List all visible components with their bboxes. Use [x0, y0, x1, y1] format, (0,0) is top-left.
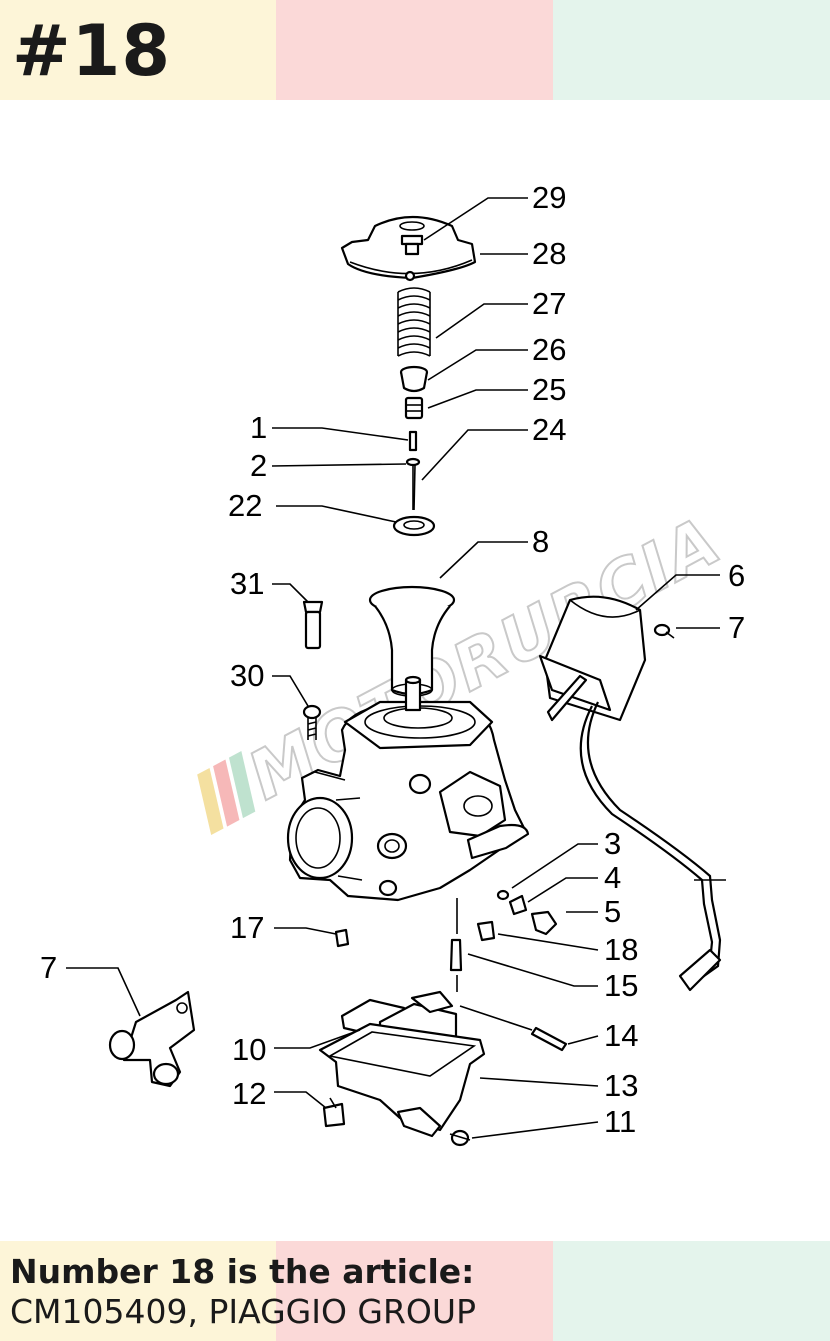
callout-29: 29	[532, 180, 566, 215]
part-stud[interactable]	[302, 600, 324, 650]
part-jet-needle[interactable]	[405, 430, 421, 511]
part-drain-screw[interactable]	[322, 1097, 346, 1128]
callout-12: 12	[232, 1076, 266, 1111]
footer-band-pink	[276, 1241, 553, 1341]
callout-27: 27	[532, 286, 566, 321]
leader-lines	[66, 197, 720, 1139]
footer-band	[0, 1241, 830, 1341]
header-band-yellow	[0, 0, 276, 100]
part-washer[interactable]	[392, 515, 436, 537]
part-float-needle[interactable]	[449, 898, 463, 992]
part-retainer[interactable]	[399, 365, 429, 393]
callout-24: 24	[532, 412, 566, 447]
page-title: #18	[12, 10, 172, 92]
footer-band-mint	[553, 1241, 830, 1341]
callout-7-left: 7	[40, 950, 57, 985]
callout-18: 18	[604, 932, 638, 967]
callout-31: 31	[230, 566, 264, 601]
callout-14: 14	[604, 1018, 638, 1053]
part-needle-holder[interactable]	[404, 396, 424, 420]
caption-heading: Number 18 is the article:	[10, 1252, 475, 1291]
callout-13: 13	[604, 1068, 638, 1103]
part-mixture-screw[interactable]	[476, 889, 558, 942]
header-band	[0, 0, 830, 100]
header-band-mint	[553, 0, 830, 100]
callout-5: 5	[604, 894, 621, 929]
part-spring[interactable]	[397, 287, 431, 357]
callout-22: 22	[228, 488, 262, 523]
part-bowl-screw[interactable]	[449, 1129, 471, 1147]
part-plug[interactable]	[334, 928, 350, 948]
callout-labels: 29 28 27 26 25 24 1 2 22 8 31 30 6 7 3 4…	[40, 180, 745, 1139]
part-float-pin[interactable]	[459, 1005, 568, 1052]
callout-7-right: 7	[728, 610, 745, 645]
callout-10: 10	[232, 1032, 266, 1067]
callout-26: 26	[532, 332, 566, 367]
callout-15: 15	[604, 968, 638, 1003]
part-float-bowl[interactable]	[318, 1022, 486, 1138]
callout-3: 3	[604, 826, 621, 861]
part-carburetor-body[interactable]	[286, 675, 530, 902]
header-band-pink	[276, 0, 553, 100]
callout-28: 28	[532, 236, 566, 271]
part-choke-screw[interactable]	[653, 623, 675, 639]
callout-11: 11	[604, 1104, 636, 1139]
callout-8: 8	[532, 524, 549, 559]
callout-6: 6	[728, 558, 745, 593]
callout-2: 2	[250, 448, 267, 483]
callout-17: 17	[230, 910, 264, 945]
callout-25: 25	[532, 372, 566, 407]
carburetor-exploded-diagram: MOTORURCIA	[40, 180, 745, 1147]
part-top-cover[interactable]	[340, 215, 477, 282]
callout-30: 30	[230, 658, 264, 693]
part-auto-choke[interactable]	[538, 595, 726, 992]
caption-article-code: CM105409, PIAGGIO GROUP	[10, 1292, 476, 1331]
footer-band-yellow	[0, 1241, 276, 1341]
callout-1: 1	[250, 410, 267, 445]
part-screw[interactable]	[302, 704, 322, 740]
part-vacuum-slide[interactable]	[368, 585, 456, 697]
article-caption: Number 18 is the article: CM105409, PIAG…	[10, 1252, 476, 1332]
callout-4: 4	[604, 860, 621, 895]
part-intake-elbow[interactable]	[108, 990, 196, 1088]
